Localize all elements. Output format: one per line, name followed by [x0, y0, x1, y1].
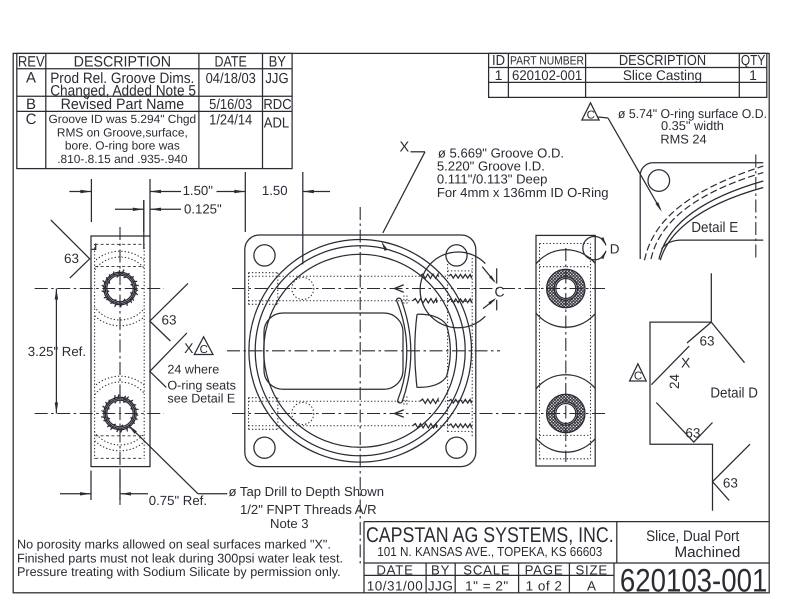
svg-text:BY: BY	[269, 53, 286, 70]
svg-text:ø 5.74" O-ring surface O.D.: ø 5.74" O-ring surface O.D.	[618, 106, 767, 121]
svg-text:1.50: 1.50	[262, 183, 288, 198]
svg-text:C: C	[200, 344, 208, 356]
svg-text:3.25" Ref.: 3.25" Ref.	[28, 344, 86, 359]
svg-text:1/2" FNPT Threads A/R: 1/2" FNPT Threads A/R	[240, 502, 377, 517]
svg-text:C: C	[495, 284, 505, 300]
svg-text:No porosity marks allowed on s: No porosity marks allowed on seal surfac…	[17, 538, 331, 552]
svg-text:Revised Part Name: Revised Part Name	[61, 96, 185, 113]
svg-text:DESCRIPTION: DESCRIPTION	[619, 53, 706, 69]
svg-text:63: 63	[162, 313, 177, 328]
svg-text:1/24/14: 1/24/14	[209, 113, 252, 129]
svg-text:D: D	[610, 242, 620, 257]
svg-text:Slice, Dual Port: Slice, Dual Port	[646, 528, 740, 545]
svg-text:X: X	[681, 354, 691, 370]
svg-text:ø 5.669" Groove O.D.: ø 5.669" Groove O.D.	[438, 146, 564, 161]
svg-text:B: B	[26, 96, 36, 113]
svg-text:C: C	[26, 111, 37, 128]
svg-text:5.220" Groove I.D.: 5.220" Groove I.D.	[437, 159, 545, 174]
svg-text:63: 63	[723, 476, 738, 491]
svg-text:0.75" Ref.: 0.75" Ref.	[149, 493, 207, 508]
svg-text:1 of 2: 1 of 2	[526, 579, 563, 594]
svg-text:Groove ID was 5.294" Chgd: Groove ID was 5.294" Chgd	[49, 112, 197, 126]
svg-text:1" = 2": 1" = 2"	[465, 579, 509, 594]
svg-text:RMS 24: RMS 24	[660, 132, 706, 147]
svg-text:CAPSTAN AG SYSTEMS, INC.: CAPSTAN AG SYSTEMS, INC.	[366, 523, 614, 547]
svg-text:04/18/03: 04/18/03	[206, 71, 256, 87]
svg-text:BY: BY	[431, 562, 450, 577]
svg-text:0.35" width: 0.35" width	[661, 118, 724, 133]
svg-text:A: A	[587, 579, 597, 594]
svg-text:see Detail E: see Detail E	[167, 391, 235, 405]
svg-text:Machined: Machined	[674, 544, 740, 561]
svg-text:24 where: 24 where	[167, 363, 219, 377]
svg-text:63: 63	[685, 426, 700, 441]
svg-text:JJG: JJG	[428, 579, 454, 594]
svg-text:Detail E: Detail E	[691, 220, 738, 236]
svg-text:10/31/00: 10/31/00	[367, 579, 424, 594]
svg-text:QTY: QTY	[741, 53, 766, 69]
svg-text:PART NUMBER: PART NUMBER	[510, 54, 584, 68]
svg-text:A: A	[26, 70, 36, 87]
svg-text:Finished parts must not leak d: Finished parts must not leak during 300p…	[17, 551, 343, 565]
svg-text:bore. O-ring bore was: bore. O-ring bore was	[65, 139, 180, 153]
svg-text:1: 1	[749, 67, 757, 83]
svg-text:JJG: JJG	[265, 71, 288, 87]
svg-text:1.50": 1.50"	[183, 183, 214, 198]
svg-text:620102-001: 620102-001	[512, 67, 582, 83]
svg-text:SCALE: SCALE	[463, 562, 510, 577]
svg-text:REV: REV	[18, 53, 45, 70]
svg-text:ADL: ADL	[264, 116, 289, 132]
svg-text:C: C	[587, 110, 595, 122]
svg-text:Note 3: Note 3	[270, 516, 309, 531]
svg-text:63: 63	[700, 334, 715, 349]
svg-text:.810-.8.15 and .935-.940: .810-.8.15 and .935-.940	[57, 152, 188, 166]
svg-text:1: 1	[495, 67, 503, 83]
svg-text:O-ring seats: O-ring seats	[167, 379, 236, 393]
svg-text:620103-001: 620103-001	[620, 563, 767, 599]
svg-text:ø Tap Drill to Depth Shown: ø Tap Drill to Depth Shown	[229, 484, 385, 499]
svg-text:Pressure treating with Sodium: Pressure treating with Sodium Silicate b…	[17, 565, 341, 579]
svg-text:101 N. KANSAS AVE., TOPEKA, KS: 101 N. KANSAS AVE., TOPEKA, KS 66603	[377, 544, 602, 559]
svg-text:0.125": 0.125"	[184, 202, 222, 217]
svg-text:Detail D: Detail D	[710, 385, 757, 401]
svg-text:RDC: RDC	[263, 97, 291, 113]
svg-text:RMS on Groove,surface,: RMS on Groove,surface,	[57, 125, 188, 139]
svg-text:X: X	[400, 140, 410, 156]
svg-text:24: 24	[667, 373, 682, 389]
svg-text:Prod Rel. Groove Dims.: Prod Rel. Groove Dims.	[50, 70, 194, 87]
svg-text:PAGE: PAGE	[525, 562, 564, 577]
svg-text:DATE: DATE	[376, 562, 413, 577]
svg-text:0.111"/0.113" Deep: 0.111"/0.113" Deep	[437, 171, 548, 186]
svg-text:Changed, Added Note 5: Changed, Added Note 5	[50, 83, 196, 100]
svg-text:63: 63	[64, 251, 79, 266]
svg-text:C: C	[634, 370, 642, 382]
svg-text:Slice Casting: Slice Casting	[623, 67, 702, 83]
svg-text:DATE: DATE	[215, 53, 247, 70]
svg-text:ID: ID	[492, 53, 505, 69]
svg-text:DESCRIPTION: DESCRIPTION	[74, 53, 171, 70]
svg-text:X: X	[184, 340, 194, 356]
svg-text:5/16/03: 5/16/03	[209, 97, 252, 113]
svg-text:For 4mm x 136mm ID O-Ring: For 4mm x 136mm ID O-Ring	[437, 185, 609, 200]
svg-text:SIZE: SIZE	[575, 562, 608, 577]
